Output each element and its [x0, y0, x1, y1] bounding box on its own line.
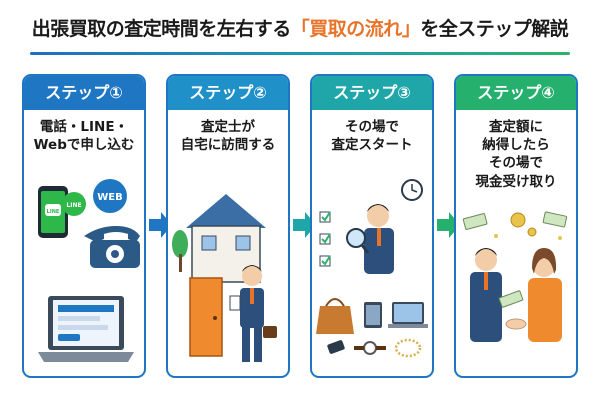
step-card-2: ステップ② 査定士が 自宅に訪問する — [166, 74, 290, 378]
handbag-icon — [316, 298, 354, 334]
phone-icon — [327, 340, 345, 354]
telephone-icon — [84, 226, 140, 268]
page-title: 出張買取の査定時間を左右する「買取の流れ」を全ステップ解説 — [0, 14, 600, 44]
step-4-header: ステップ④ — [456, 76, 576, 110]
appraiser-person-icon — [229, 265, 277, 362]
smartphone-icon: LINE — [38, 186, 68, 238]
line-badge-small: LINE — [47, 209, 60, 215]
tablet-icon — [364, 302, 382, 328]
title-prefix: 出張買取の査定時間を左右する — [31, 18, 292, 40]
watch-icon — [354, 341, 386, 355]
step-4-text: 査定額に 納得したら その場で 現金受け取り — [475, 119, 557, 190]
step-card-4: ステップ④ 査定額に 納得したら その場で 現金受け取り — [454, 74, 578, 378]
web-icon: WEB — [93, 179, 127, 213]
step-1-illustration: LINE LINE WEB — [38, 179, 140, 362]
handshake-icon — [505, 318, 527, 330]
step-card-3: ステップ③ その場で 査定スタート — [310, 74, 434, 378]
staff-person-icon — [470, 248, 524, 342]
step-4-illustration — [462, 211, 568, 342]
clock-icon — [401, 179, 423, 201]
appraiser-person-icon — [364, 204, 394, 274]
step-3-text: その場で 査定スタート — [331, 119, 413, 154]
step-2-text: 査定士が 自宅に訪問する — [180, 119, 276, 154]
money-icon — [462, 211, 568, 240]
laptop-icon — [388, 302, 428, 328]
magnifier-icon — [346, 228, 370, 254]
step-3-header: ステップ③ — [312, 76, 432, 110]
title-suffix: を全ステップ解説 — [420, 18, 569, 40]
web-badge: WEB — [97, 192, 122, 203]
step-2-header: ステップ② — [168, 76, 288, 110]
step-2-illustration — [172, 194, 277, 362]
checklist-icon — [319, 211, 331, 267]
necklace-icon — [394, 338, 422, 358]
line-app-icon: LINE — [62, 192, 86, 216]
title-underline — [30, 52, 570, 55]
laptop-icon — [38, 296, 134, 362]
title-highlight: 「買取の流れ」 — [290, 18, 421, 40]
step-1-text: 電話・LINE・ Webで申し込む — [33, 119, 135, 154]
step-3-illustration — [316, 179, 428, 358]
step-1-header: ステップ① — [24, 76, 144, 110]
tree-icon — [172, 230, 188, 272]
door-icon — [189, 277, 223, 357]
line-badge: LINE — [66, 202, 81, 209]
customer-person-icon — [528, 248, 562, 342]
step-card-1: ステップ① 電話・LINE・ Webで申し込む LINE LINE WEB — [22, 74, 146, 378]
